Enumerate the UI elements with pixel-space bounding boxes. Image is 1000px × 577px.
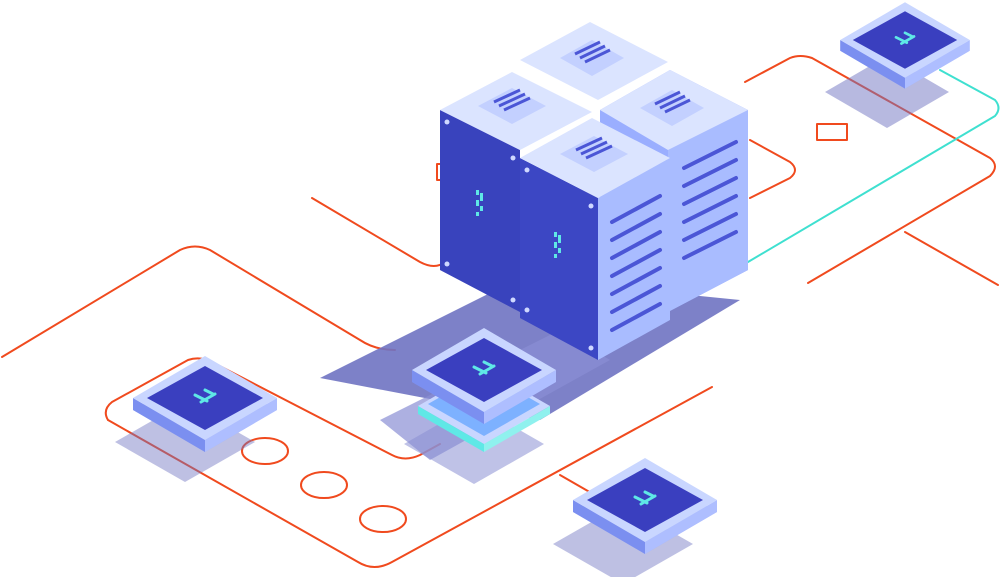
chip-bottom — [553, 456, 719, 577]
server-cluster — [440, 22, 748, 360]
server-front-right — [520, 118, 670, 360]
chip-center — [404, 326, 558, 484]
chip-left — [115, 354, 279, 482]
server-front-left — [440, 72, 592, 312]
server-back-left — [520, 22, 668, 100]
chip-top-right — [825, 0, 972, 128]
